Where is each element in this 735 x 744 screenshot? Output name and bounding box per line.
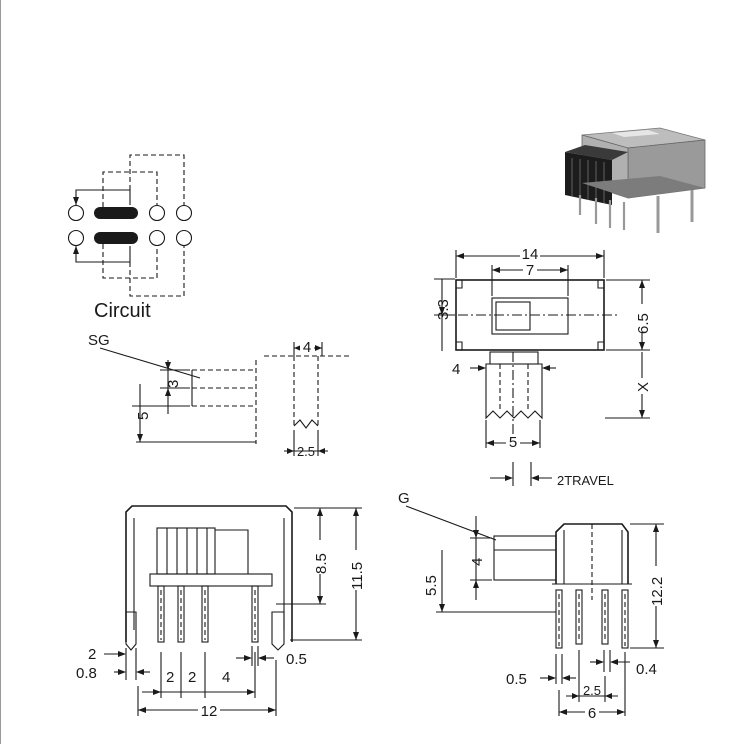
- dim-7: 7: [526, 262, 534, 279]
- dim-2-5-side: 2.5: [297, 444, 315, 459]
- terminal-circle: [175, 204, 193, 222]
- dim-14: 14: [522, 246, 539, 263]
- page-frame-edge: [0, 0, 1, 744]
- sg-label: SG: [88, 332, 110, 349]
- dim-2-5-side-view: 2.5: [583, 683, 601, 698]
- dim-5-5: 5.5: [423, 575, 440, 596]
- dim-0-5-side: 0.5: [506, 671, 527, 688]
- dim-2-pitch-a: 2: [166, 669, 174, 686]
- side-view-housing: [555, 523, 629, 584]
- dim-3-3: 3.3: [435, 299, 452, 320]
- dim-6: 6: [588, 705, 596, 722]
- dim-0-8: 0.8: [76, 665, 97, 682]
- circuit-dashed-top: [102, 171, 158, 207]
- top-view-slot: [491, 297, 569, 335]
- sliding-contact-bar: [94, 232, 138, 244]
- front-view-housing: [125, 505, 293, 642]
- front-view-actuator: [156, 527, 216, 575]
- front-view-base: [149, 573, 273, 587]
- dim-5-side: 5: [135, 412, 152, 420]
- circuit-label: Circuit: [94, 300, 151, 322]
- dim-x: X: [635, 382, 652, 392]
- circuit-diagram: Circuit: [67, 154, 193, 322]
- terminal-circle: [148, 229, 166, 247]
- circuit-dashed-bottom-outer: [129, 246, 185, 297]
- side-view-actuator: [493, 535, 557, 581]
- travel-label: 2TRAVEL: [557, 473, 614, 488]
- dim-2-front-left: 2: [88, 646, 96, 663]
- dim-6-5: 6.5: [635, 313, 652, 334]
- dim-4-side: 4: [303, 339, 311, 356]
- g-label: G: [398, 490, 410, 507]
- dim-0-5-front: 0.5: [286, 651, 307, 668]
- terminal-circle: [175, 229, 193, 247]
- terminal-circle: [67, 229, 85, 247]
- dim-4-side-view: 4: [469, 558, 486, 566]
- front-view-drawing: 8.5 11.5 2 0.8 2 2 4: [76, 505, 366, 720]
- dim-0-4: 0.4: [636, 661, 657, 678]
- top-view-actuator: [489, 351, 539, 365]
- dim-4-top: 4: [452, 361, 460, 378]
- dim-4-pitch: 4: [222, 669, 230, 686]
- sliding-contact-bar: [94, 207, 138, 219]
- dim-3-side: 3: [165, 380, 182, 388]
- dim-8-5: 8.5: [313, 553, 330, 574]
- terminal-circle: [148, 204, 166, 222]
- dim-5-top: 5: [509, 434, 517, 451]
- dim-11-5: 11.5: [349, 562, 366, 590]
- side-detail-drawing: SG 3 5 4 2.5: [88, 332, 352, 459]
- dim-2-pitch-b: 2: [188, 669, 196, 686]
- top-view-drawing: 14 7 3.3 6.5 4: [434, 246, 652, 488]
- terminal-circle: [67, 204, 85, 222]
- dim-12: 12: [201, 703, 218, 720]
- right-side-view-drawing: G 4 5.5 12.2: [398, 490, 666, 722]
- product-photo: [565, 127, 706, 233]
- top-view-knob: [495, 301, 531, 331]
- dim-12-2: 12.2: [649, 577, 666, 606]
- circuit-dashed-top-outer: [129, 154, 185, 205]
